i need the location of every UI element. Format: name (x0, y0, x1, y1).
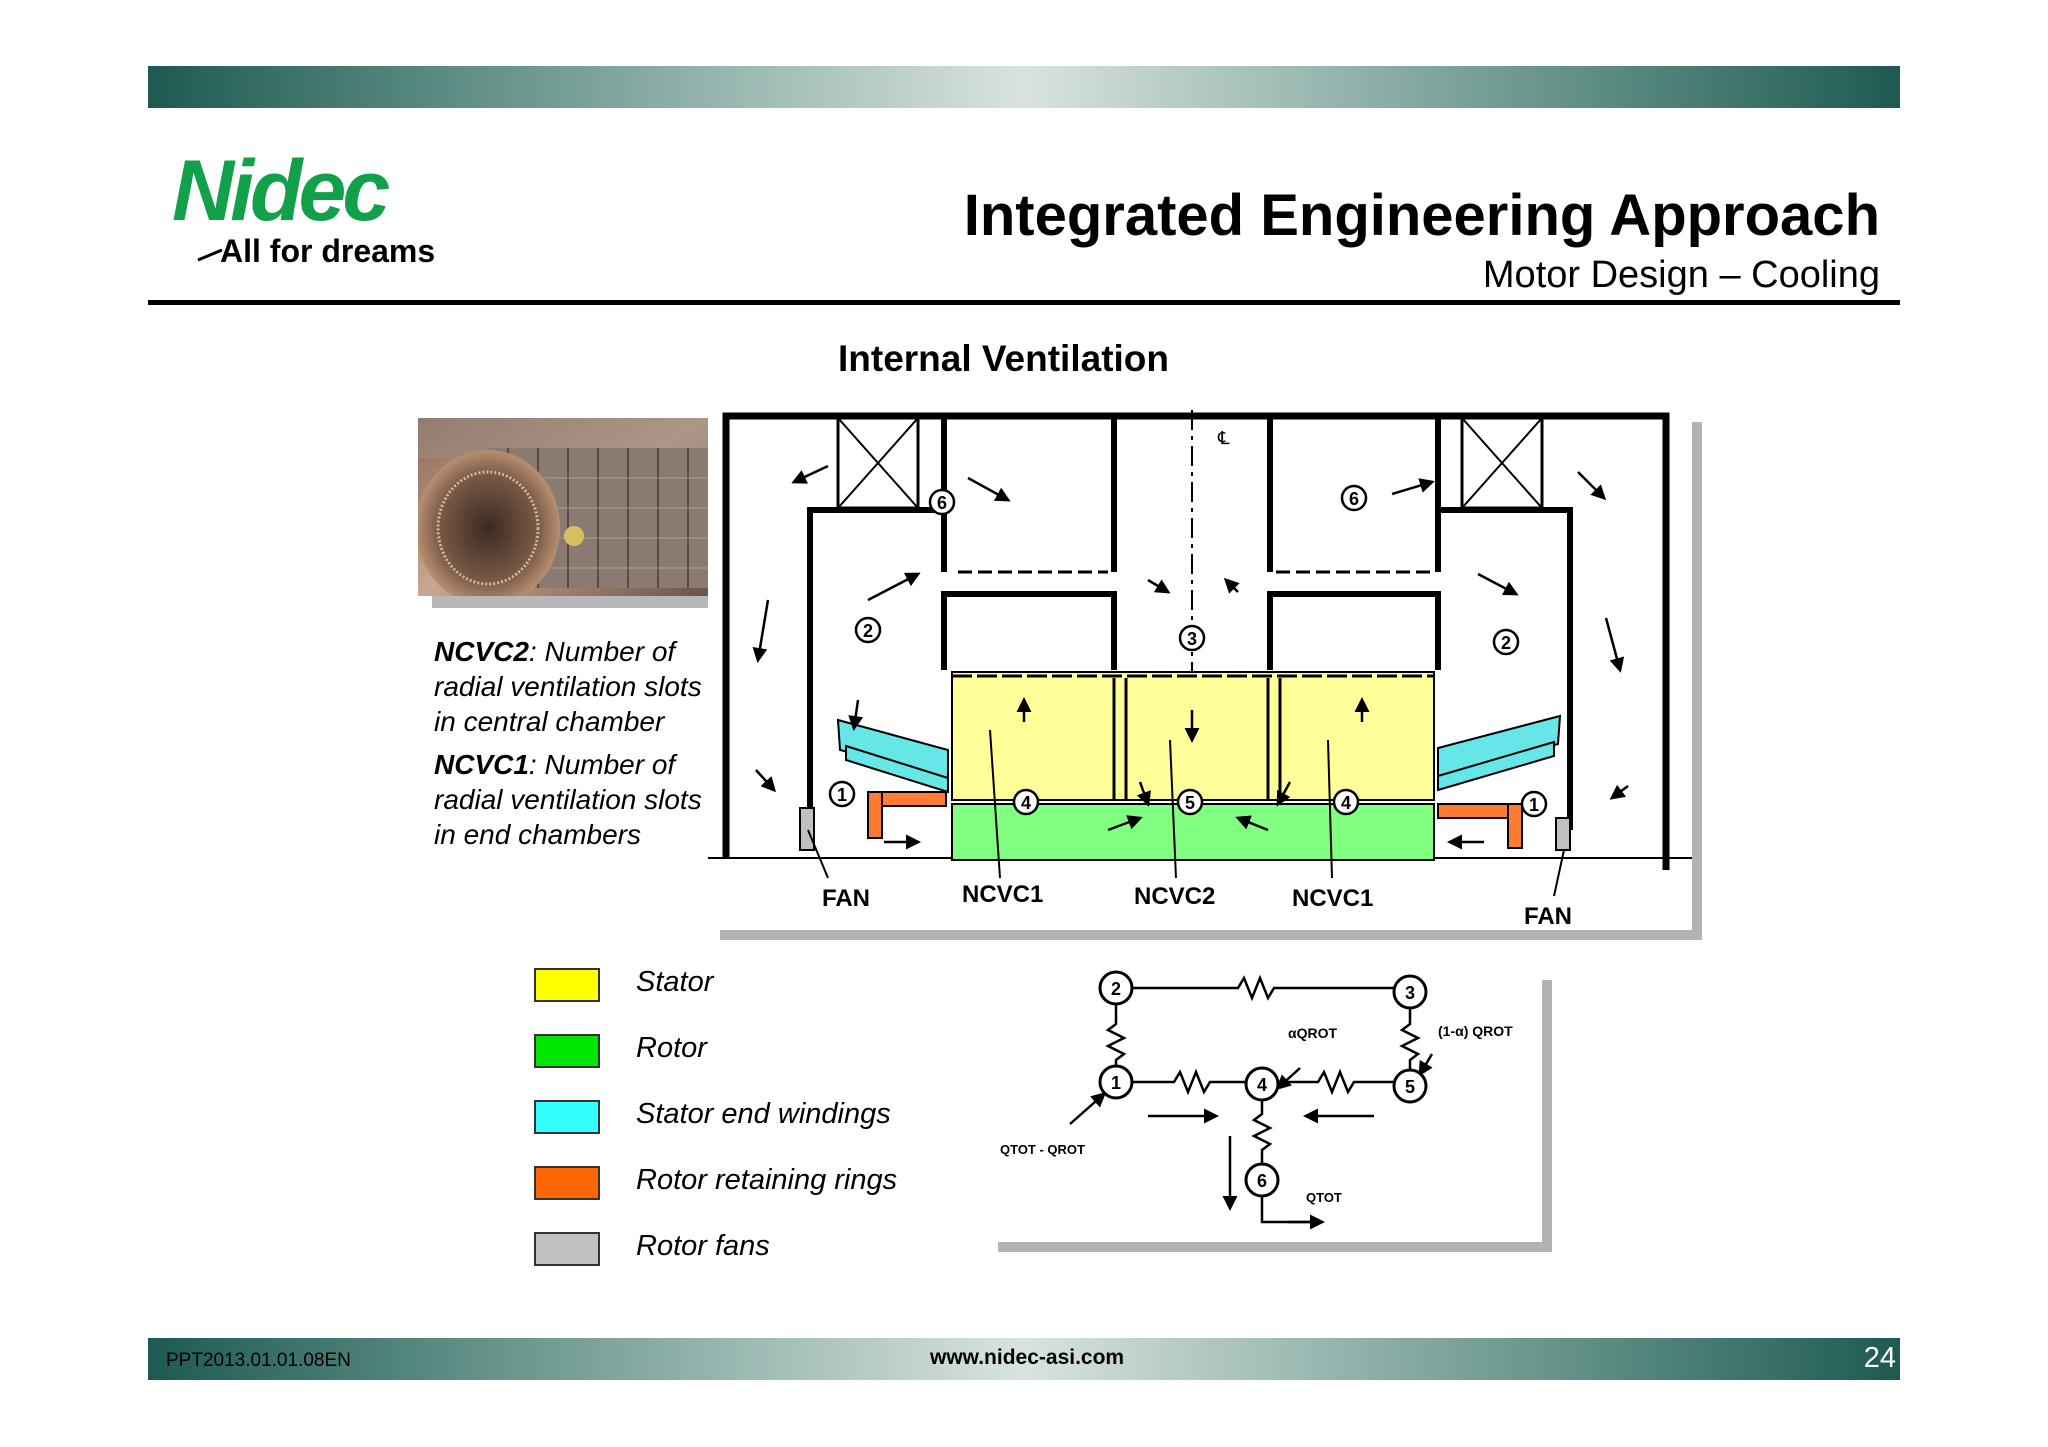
slide-subtitle: Motor Design – Cooling (1482, 254, 1880, 296)
logo-tagline: All for dreams (220, 233, 435, 269)
svg-text:4: 4 (1341, 793, 1351, 813)
section-title: Internal Ventilation (838, 338, 1169, 379)
fan-label-right: FAN (1524, 903, 1572, 930)
svg-text:1: 1 (1111, 1073, 1121, 1093)
qtot-minus-qrot-label: QTOT - QROT (1000, 1142, 1085, 1157)
node-4-left: 4 (1012, 788, 1040, 816)
title-divider (148, 300, 1900, 305)
page-number: 24 (1863, 1342, 1896, 1374)
ncvc2-text: : Number of radial ventilation slots in … (434, 636, 702, 737)
website-link[interactable]: www.nidec-asi.com (930, 1346, 1125, 1369)
logo-wordmark: Nidec (172, 148, 389, 239)
ncvc1-term: NCVC1 (434, 749, 529, 780)
stator-photo (418, 418, 708, 596)
one-minus-alpha-qrot-label: (1-α) QROT (1438, 1023, 1513, 1039)
ncvc2-description: NCVC2: Number of radial ventilation slot… (434, 634, 714, 739)
nidec-logo: Nidec All for dreams (172, 148, 435, 269)
node-6-left: 6 (928, 488, 956, 516)
network-node-5: 5 (1392, 1068, 1428, 1104)
legend-swatch (534, 1100, 600, 1134)
ncvc1-label-right: NCVC1 (1292, 885, 1373, 912)
svg-text:3: 3 (1187, 629, 1197, 649)
network-node-4: 4 (1244, 1066, 1280, 1102)
legend-swatch (534, 1166, 600, 1200)
svg-text:4: 4 (1257, 1075, 1267, 1095)
ncvc1-description: NCVC1: Number of radial ventilation slot… (434, 747, 714, 852)
ncvc1-text: : Number of radial ventilation slots in … (434, 749, 702, 850)
svg-text:2: 2 (1501, 633, 1511, 653)
node-5: 5 (1176, 788, 1204, 816)
alpha-qrot-label: αQROT (1288, 1025, 1337, 1041)
network-node-1: 1 (1098, 1064, 1134, 1100)
svg-text:1: 1 (837, 785, 847, 805)
legend-item-rotor-retaining-rings: Rotor retaining rings (534, 1158, 1034, 1208)
centerline-label: ℄ (1217, 428, 1230, 448)
legend-item-stator: Stator (534, 960, 1034, 1010)
ventilation-diagram: 6 6 2 3 2 1 4 5 4 1 ℄ FAN NCVC1 NCVC2 NC… (708, 410, 1692, 930)
svg-text:2: 2 (863, 621, 873, 641)
node-2-left: 2 (854, 616, 882, 644)
tagline-swoosh (197, 248, 223, 262)
svg-text:3: 3 (1405, 983, 1415, 1003)
svg-text:1: 1 (1529, 795, 1539, 815)
svg-text:6: 6 (1257, 1171, 1267, 1191)
document-code: PPT2013.01.01.08EN (166, 1350, 351, 1371)
network-node-3: 3 (1392, 974, 1428, 1010)
footer-bar (148, 1338, 1900, 1380)
legend-item-rotor: Rotor (534, 1026, 1034, 1076)
node-1-right: 1 (1520, 790, 1548, 818)
fan-label-left: FAN (822, 885, 870, 912)
legend-label: Stator end windings (636, 1098, 891, 1130)
svg-text:5: 5 (1185, 793, 1195, 813)
header-bar (148, 66, 1900, 108)
ncvc1-label-left: NCVC1 (962, 881, 1043, 908)
node-2-right: 2 (1492, 628, 1520, 656)
qtot-label: QTOT (1306, 1190, 1342, 1205)
node-4-right: 4 (1332, 788, 1360, 816)
legend-swatch (534, 1034, 600, 1068)
network-nodes: 2 3 1 4 5 6 (1098, 970, 1428, 1198)
legend-label: Rotor retaining rings (636, 1164, 898, 1196)
legend-item-rotor-fans: Rotor fans (534, 1224, 1034, 1274)
legend-swatch (534, 1232, 600, 1266)
node-1-left: 1 (828, 780, 856, 808)
svg-text:6: 6 (937, 493, 947, 513)
node-6-right: 6 (1340, 484, 1368, 512)
thermal-flow-network: 2 3 1 4 5 6 αQROT (1-α) QROT QTOT - QROT… (988, 960, 1542, 1242)
svg-text:6: 6 (1349, 489, 1359, 509)
node-3: 3 (1178, 624, 1206, 652)
slide-title: Integrated Engineering Approach (963, 183, 1880, 248)
svg-text:2: 2 (1111, 979, 1121, 999)
legend-label: Stator (636, 966, 714, 998)
ncvc2-label: NCVC2 (1134, 883, 1215, 910)
network-node-6: 6 (1244, 1162, 1280, 1198)
legend-item-stator-end-windings: Stator end windings (534, 1092, 1034, 1142)
diagram-nodes: 6 6 2 3 2 1 4 5 4 1 (828, 484, 1548, 818)
ncvc2-term: NCVC2 (434, 636, 529, 667)
legend-label: Rotor (636, 1032, 707, 1064)
legend-label: Rotor fans (636, 1230, 770, 1262)
svg-text:5: 5 (1405, 1077, 1415, 1097)
ncvc-description: NCVC2: Number of radial ventilation slot… (434, 634, 714, 860)
legend-swatch (534, 968, 600, 1002)
network-node-2: 2 (1098, 970, 1134, 1006)
svg-text:4: 4 (1021, 793, 1031, 813)
